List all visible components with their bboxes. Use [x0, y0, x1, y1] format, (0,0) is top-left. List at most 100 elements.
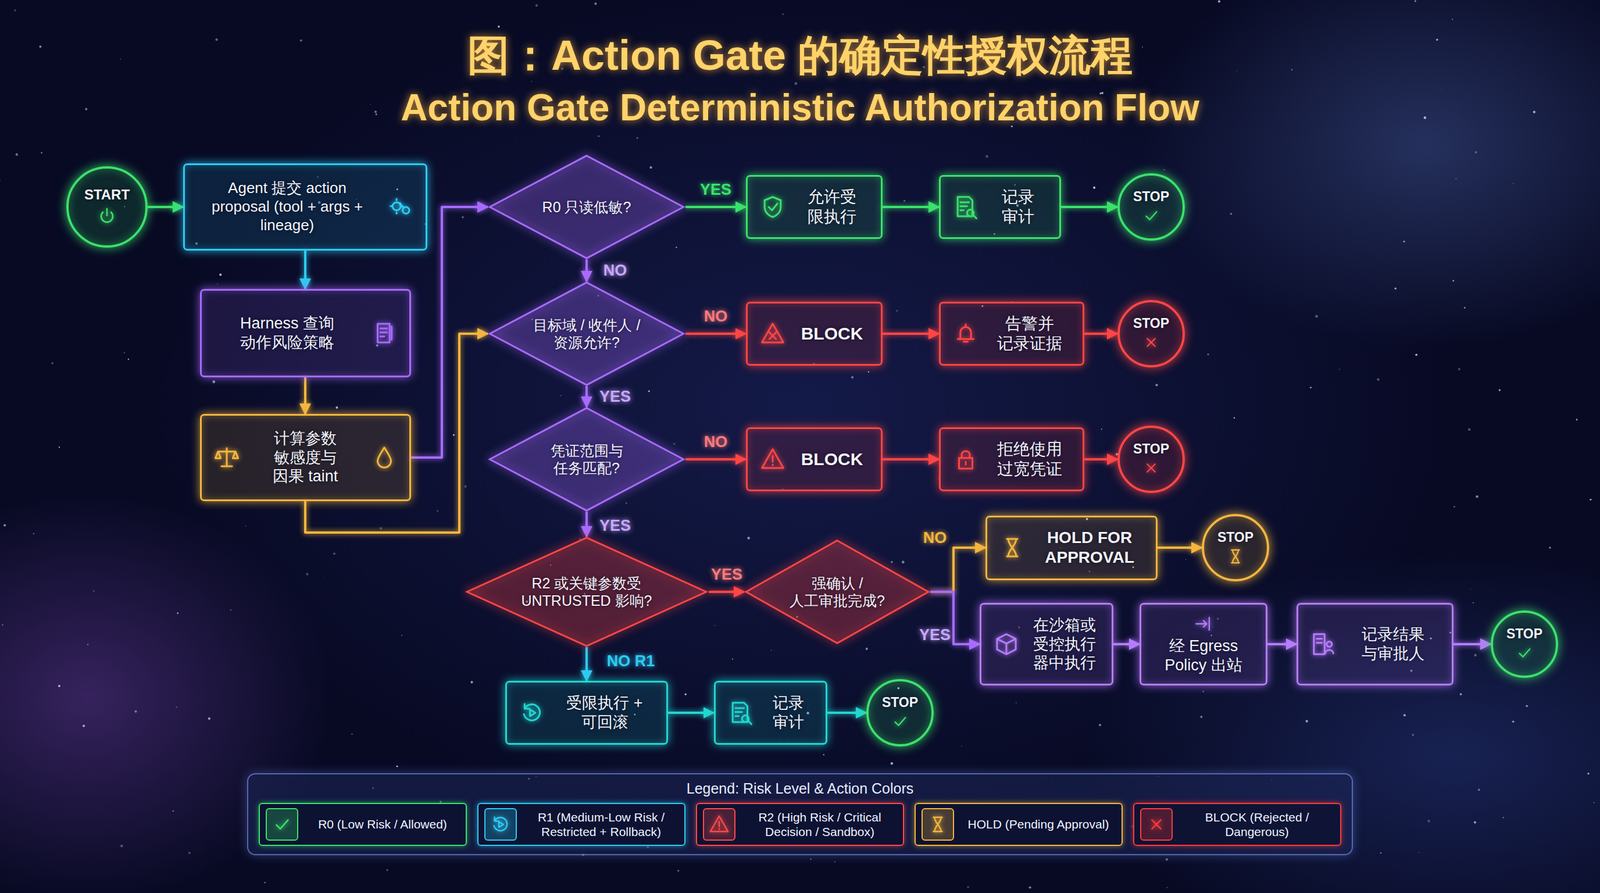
icon-stroke	[215, 448, 238, 467]
star	[3, 523, 6, 527]
star	[1463, 306, 1466, 309]
icon-stroke	[1006, 538, 1018, 557]
text-stack: STOP	[1506, 625, 1543, 663]
flow-arrow	[1084, 458, 1118, 461]
icon-stroke	[523, 704, 540, 721]
flow-arrow	[1453, 643, 1491, 646]
star	[597, 135, 600, 138]
star	[1423, 116, 1427, 119]
star	[731, 658, 734, 660]
star	[684, 693, 687, 696]
flow-arrow	[930, 547, 986, 592]
star	[1548, 546, 1551, 549]
star	[51, 362, 53, 364]
star	[1141, 46, 1144, 48]
icon-box	[993, 630, 1020, 658]
icon-x	[1141, 458, 1162, 478]
star	[1512, 183, 1514, 185]
star	[1202, 690, 1204, 692]
icon-persondoc	[1309, 630, 1337, 658]
node-text: STOP	[1133, 188, 1170, 205]
terminal-circle: STOP	[1117, 173, 1185, 241]
star	[1477, 788, 1481, 792]
icon-scale	[213, 444, 241, 471]
star	[782, 13, 784, 15]
star	[13, 9, 17, 12]
star	[985, 155, 989, 159]
icon-warnx	[759, 320, 787, 348]
star	[401, 634, 403, 637]
flow-arrow	[304, 377, 307, 414]
node-text: BLOCK	[800, 448, 864, 471]
icon-shield	[759, 193, 787, 221]
star	[1028, 886, 1031, 889]
decision-diamond: 凭证范围与 任务匹配?	[487, 406, 686, 512]
terminal-circle: STOP	[1201, 513, 1270, 582]
star	[1309, 386, 1312, 389]
icon-stroke	[957, 197, 977, 219]
icon-stroke	[710, 816, 728, 832]
star	[1165, 858, 1169, 861]
icon-stroke	[101, 208, 113, 223]
diamond-outline	[464, 536, 709, 648]
legend-item: R1 (Medium-Low Risk / Restricted + Rollb…	[477, 802, 686, 846]
text-stack: 拒绝使用 过宽凭证	[994, 439, 1065, 480]
star	[770, 650, 772, 651]
flow-arrow	[1157, 546, 1202, 549]
star	[1512, 720, 1514, 723]
star	[375, 113, 378, 116]
process-box: BLOCK	[745, 427, 883, 492]
star	[1093, 186, 1096, 189]
diamond-fill	[489, 282, 684, 385]
flow-arrow	[147, 205, 184, 209]
edge-label: YES	[599, 516, 631, 535]
star	[1163, 169, 1166, 171]
icon-egress	[1193, 613, 1214, 635]
legend-item: HOLD (Pending Approval)	[914, 802, 1123, 846]
icon-check	[890, 711, 910, 732]
icon-doc	[952, 193, 980, 221]
icon-lock	[952, 445, 980, 473]
star	[1291, 69, 1293, 71]
star	[1015, 702, 1017, 704]
star	[1155, 383, 1158, 387]
text-stack: 经 Egress Policy 出站	[1159, 613, 1248, 675]
node-text: R2 或关键参数受 UNTRUSTED 影响?	[515, 574, 659, 610]
node-text: STOP	[1217, 529, 1254, 546]
legend-item: R2 (High Risk / Critical Decision / Sand…	[695, 802, 905, 846]
star	[1436, 38, 1438, 41]
icon-stroke	[959, 451, 973, 469]
text-stack: 允许受 限执行	[802, 187, 862, 227]
icon-stroke	[957, 324, 974, 342]
star	[127, 358, 130, 360]
star	[1472, 602, 1474, 604]
legend-row: R0 (Low Risk / Allowed)R1 (Medium-Low Ri…	[258, 802, 1342, 846]
text-stack: R0 只读低敏?	[519, 198, 654, 217]
node-text: Harness 查询 动作风险策略	[231, 313, 343, 353]
legend-text: HOLD (Pending Approval)	[961, 816, 1116, 832]
icon-stroke	[764, 197, 781, 218]
star	[1473, 654, 1477, 657]
star	[1207, 353, 1210, 356]
star	[0, 180, 1, 181]
legend-swatch	[484, 808, 517, 841]
star	[1475, 151, 1478, 154]
star	[230, 609, 232, 611]
diamond-fill	[489, 155, 684, 259]
star	[579, 538, 581, 540]
star	[1498, 388, 1501, 391]
flow-arrow	[668, 711, 714, 714]
legend-text: R2 (High Risk / Critical Decision / Sand…	[742, 809, 898, 839]
decision-diamond: R2 或关键参数受 UNTRUSTED 影响?	[464, 536, 709, 648]
edge-label: NO R1	[606, 652, 656, 671]
star	[1576, 418, 1578, 421]
star	[335, 406, 338, 409]
star	[379, 526, 382, 530]
star	[1473, 821, 1477, 824]
text-stack: STOP	[1133, 440, 1170, 478]
node-text: 记录结果 与审批人	[1358, 625, 1428, 664]
icon-rollback	[518, 699, 546, 727]
star	[1380, 852, 1382, 854]
star	[1218, 0, 1221, 3]
edge-label: NO	[704, 433, 728, 452]
